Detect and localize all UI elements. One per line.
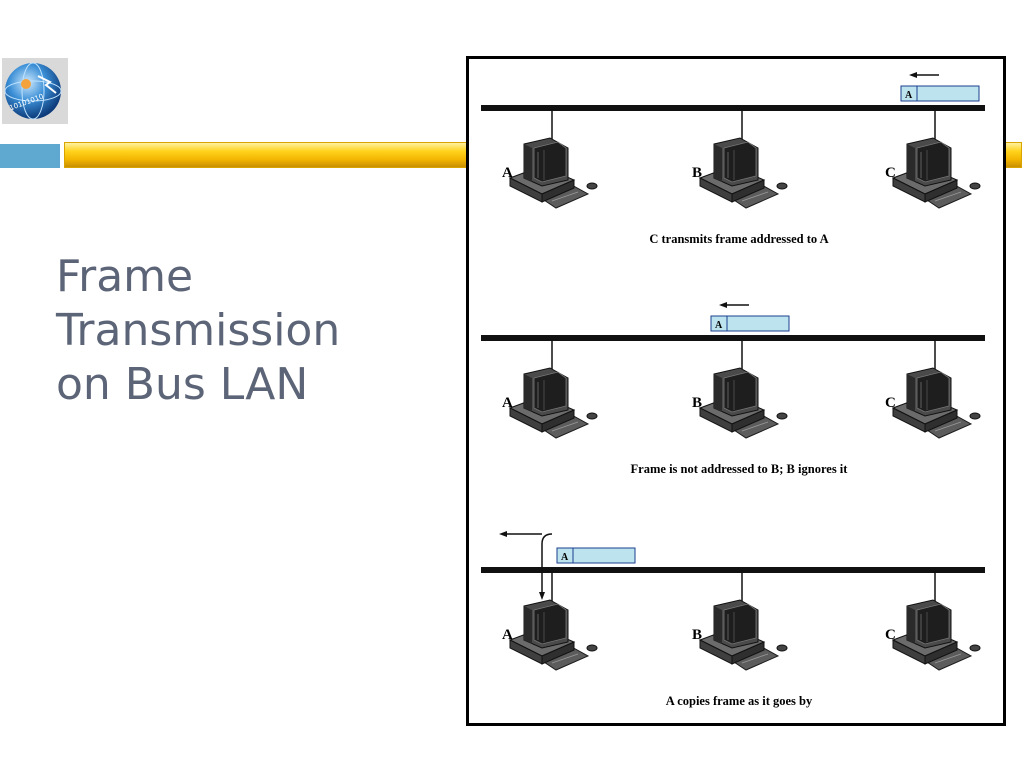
station-label-a: A	[502, 627, 513, 643]
station-label-c: C	[885, 627, 896, 643]
computer-icon	[892, 599, 981, 671]
panel-caption: Frame is not addressed to B; B ignores i…	[631, 462, 849, 476]
station-label-a: A	[502, 165, 513, 181]
logo: 10101010	[2, 58, 68, 124]
arrow-head	[539, 592, 545, 600]
computer-icon	[699, 367, 788, 439]
arrow-head	[499, 531, 507, 537]
computer-icon	[509, 599, 598, 671]
frame-address-label: A	[561, 552, 569, 563]
station-label-b: B	[692, 165, 702, 181]
arrow-head	[909, 72, 917, 78]
bus-line	[481, 567, 985, 573]
station-label-c: C	[885, 395, 896, 411]
arrow-head	[719, 302, 727, 308]
frame-packet	[556, 547, 636, 564]
diagram-panel-2: A B C A Frame is not addressed to B; B ignor…	[481, 302, 985, 476]
station-label-c: C	[885, 165, 896, 181]
title-line-3: on Bus LAN	[56, 359, 309, 410]
slide-title: Frame Transmission on Bus LAN	[56, 250, 416, 412]
station-label-b: B	[692, 627, 702, 643]
diagram-panel-1: A B C A C transmits frame addressed to A	[481, 72, 985, 246]
station-label-b: B	[692, 395, 702, 411]
bus-line	[481, 335, 985, 341]
frame-address-label: A	[715, 320, 723, 331]
title-line-1: Frame	[56, 251, 194, 302]
bus-line	[481, 105, 985, 111]
station-label-a: A	[502, 395, 513, 411]
computer-icon	[892, 137, 981, 209]
frame-packet	[900, 85, 980, 102]
computer-icon	[509, 137, 598, 209]
computer-icon	[509, 367, 598, 439]
computer-icon	[699, 599, 788, 671]
title-line-2: Transmission	[56, 305, 341, 356]
copy-arrow	[541, 533, 553, 594]
computer-icon	[699, 137, 788, 209]
globe-network-icon: 10101010	[2, 58, 68, 124]
diagram-panel-3: A B C A A copies frame as it goes by	[481, 531, 985, 708]
accent-square	[0, 144, 60, 168]
computer-icon	[892, 367, 981, 439]
panel-caption: A copies frame as it goes by	[666, 694, 813, 708]
panel-caption: C transmits frame addressed to A	[649, 232, 828, 246]
frame-packet	[710, 315, 790, 332]
frame-address-label: A	[905, 90, 913, 101]
